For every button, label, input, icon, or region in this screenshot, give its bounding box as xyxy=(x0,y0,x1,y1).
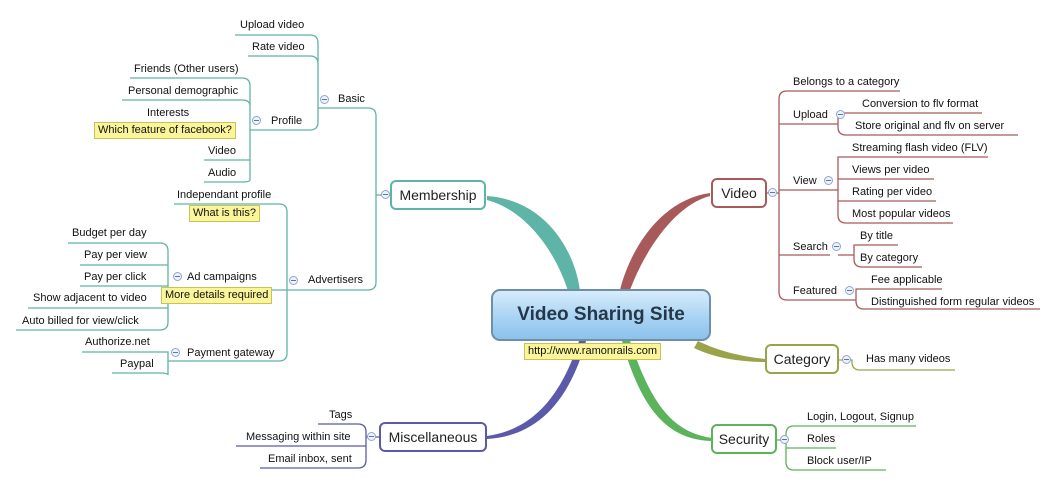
node-messaging[interactable]: Messaging within site xyxy=(246,431,351,443)
node-upload[interactable]: Upload xyxy=(793,109,828,121)
node-fee-applicable[interactable]: Fee applicable xyxy=(871,274,943,286)
node-pay-per-click[interactable]: Pay per click xyxy=(84,271,147,283)
node-most-popular[interactable]: Most popular videos xyxy=(852,208,951,220)
topic-security[interactable]: Security xyxy=(711,424,777,454)
branch-category xyxy=(694,341,766,362)
collapse-toggle-icon[interactable] xyxy=(252,116,261,125)
topic-category[interactable]: Category xyxy=(765,344,839,374)
node-block-user[interactable]: Block user/IP xyxy=(807,455,872,467)
node-email-inbox[interactable]: Email inbox, sent xyxy=(268,453,352,465)
node-view[interactable]: View xyxy=(793,175,817,187)
node-by-category[interactable]: By category xyxy=(860,252,919,264)
node-basic[interactable]: Basic xyxy=(338,93,365,105)
collapse-toggle-icon[interactable] xyxy=(320,95,329,104)
node-has-many-videos[interactable]: Has many videos xyxy=(866,353,951,365)
node-interests[interactable]: Interests xyxy=(147,107,190,119)
collapse-toggle-icon[interactable] xyxy=(832,242,841,251)
collapse-toggle-icon[interactable] xyxy=(381,190,390,199)
central-url-note[interactable]: http://www.ramonrails.com xyxy=(524,343,661,360)
node-rating-per-video[interactable]: Rating per video xyxy=(852,186,933,198)
node-tags[interactable]: Tags xyxy=(329,409,353,421)
node-payment-gateway[interactable]: Payment gateway xyxy=(187,347,275,359)
node-login-logout[interactable]: Login, Logout, Signup xyxy=(807,411,915,423)
category-connectors xyxy=(839,359,955,371)
central-topic[interactable]: Video Sharing Site xyxy=(491,289,711,341)
node-advertisers[interactable]: Advertisers xyxy=(308,274,364,286)
node-belongs-to-category[interactable]: Belongs to a category xyxy=(793,76,900,88)
node-by-title[interactable]: By title xyxy=(860,230,894,242)
node-upload-video[interactable]: Upload video xyxy=(240,19,305,31)
node-search[interactable]: Search xyxy=(793,241,828,253)
node-budget-per-day[interactable]: Budget per day xyxy=(72,227,147,239)
topic-video[interactable]: Video xyxy=(711,178,767,208)
node-paypal[interactable]: Paypal xyxy=(120,358,154,370)
node-profile[interactable]: Profile xyxy=(271,115,303,127)
node-authorize-net[interactable]: Authorize.net xyxy=(85,336,150,348)
node-store-original[interactable]: Store original and flv on server xyxy=(855,120,1005,132)
collapse-toggle-icon[interactable] xyxy=(845,286,854,295)
node-views-per-video[interactable]: Views per video xyxy=(852,164,930,176)
collapse-toggle-icon[interactable] xyxy=(824,176,833,185)
node-profile-video[interactable]: Video xyxy=(208,145,236,157)
collapse-toggle-icon[interactable] xyxy=(842,355,851,364)
node-profile-audio[interactable]: Audio xyxy=(208,167,237,179)
note-facebook-feature[interactable]: Which feature of facebook? xyxy=(94,122,236,139)
node-show-adjacent[interactable]: Show adjacent to video xyxy=(33,292,147,304)
branch-video xyxy=(620,193,710,290)
node-roles[interactable]: Roles xyxy=(807,433,836,445)
collapse-toggle-icon[interactable] xyxy=(780,435,789,444)
collapse-toggle-icon[interactable] xyxy=(173,272,182,281)
node-conversion-flv[interactable]: Conversion to flv format xyxy=(862,98,979,110)
node-ad-campaigns[interactable]: Ad campaigns xyxy=(187,271,257,283)
note-what-is-this[interactable]: What is this? xyxy=(189,205,260,222)
branch-membership xyxy=(487,196,580,291)
collapse-toggle-icon[interactable] xyxy=(289,276,298,285)
node-friends[interactable]: Friends (Other users) xyxy=(134,63,239,75)
collapse-toggle-icon[interactable] xyxy=(367,432,376,441)
node-distinguished[interactable]: Distinguished form regular videos xyxy=(871,296,1035,308)
node-auto-billed[interactable]: Auto billed for view/click xyxy=(22,315,139,327)
node-streaming-flv[interactable]: Streaming flash video (FLV) xyxy=(852,142,988,154)
node-personal-demographic[interactable]: Personal demographic xyxy=(128,85,239,97)
node-featured[interactable]: Featured xyxy=(793,285,838,297)
node-independent-profile[interactable]: Independant profile xyxy=(177,189,272,201)
node-rate-video[interactable]: Rate video xyxy=(252,41,305,53)
collapse-toggle-icon[interactable] xyxy=(171,348,180,357)
collapse-toggle-icon[interactable] xyxy=(836,110,845,119)
topic-miscellaneous[interactable]: Miscellaneous xyxy=(379,422,487,452)
node-pay-per-view[interactable]: Pay per view xyxy=(84,249,147,261)
note-more-details[interactable]: More details required xyxy=(161,287,273,304)
topic-membership[interactable]: Membership xyxy=(390,180,486,210)
collapse-toggle-icon[interactable] xyxy=(768,188,777,197)
